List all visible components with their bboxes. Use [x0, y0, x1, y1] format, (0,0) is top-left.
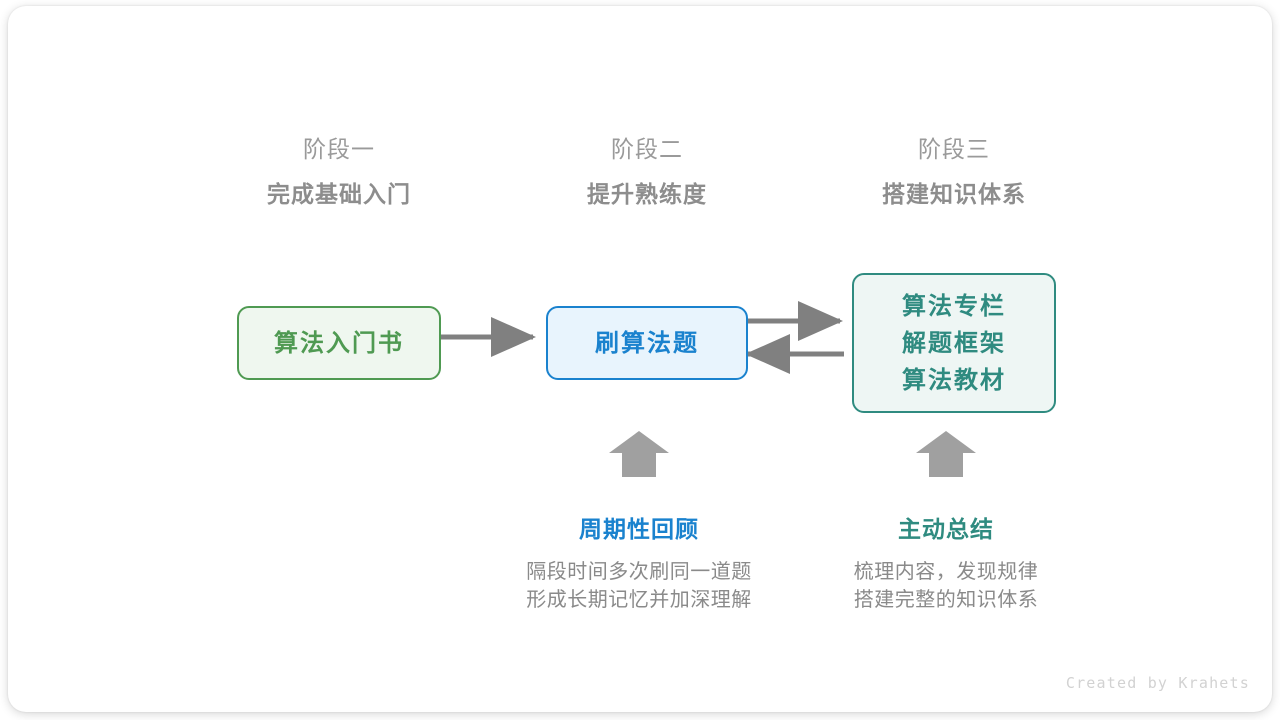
node-knowledge-system-label-1: 算法专栏: [902, 292, 1006, 320]
up-arrow-review-icon: [609, 431, 669, 477]
stage-header-2: 阶段二 提升熟练度: [517, 134, 777, 210]
node-practice-problems-label-1: 刷算法题: [595, 329, 699, 357]
node-knowledge-system-label-2: 解题框架: [902, 329, 1006, 357]
node-knowledge-system-label-3: 算法教材: [902, 366, 1006, 394]
stage-3-title: 搭建知识体系: [882, 181, 1026, 207]
diagram-canvas: 阶段一 完成基础入门 阶段二 提升熟练度 阶段三 搭建知识体系 算法入门书 刷算…: [8, 6, 1272, 712]
annotation-periodic-review-desc-line1: 隔段时间多次刷同一道题: [526, 561, 752, 583]
stage-1-subtitle: 阶段一: [303, 136, 375, 162]
annotation-periodic-review-desc-line2: 形成长期记忆并加深理解: [526, 589, 752, 611]
node-practice-problems[interactable]: 刷算法题: [546, 306, 748, 380]
stage-2-subtitle: 阶段二: [611, 136, 683, 162]
stage-3-subtitle: 阶段三: [918, 136, 990, 162]
annotation-periodic-review: 周期性回顾 隔段时间多次刷同一道题 形成长期记忆并加深理解: [479, 514, 799, 614]
node-intro-book-label-1: 算法入门书: [274, 329, 404, 357]
annotation-active-summary-title: 主动总结: [898, 516, 994, 542]
up-arrow-summary-icon: [916, 431, 976, 477]
annotation-active-summary-desc-line2: 搭建完整的知识体系: [853, 589, 1039, 611]
annotation-active-summary: 主动总结 梳理内容，发现规律 搭建完整的知识体系: [786, 514, 1106, 614]
credit-text: Created by Krahets: [1065, 674, 1250, 692]
annotation-active-summary-desc-line1: 梳理内容，发现规律: [853, 561, 1039, 583]
node-knowledge-system[interactable]: 算法专栏 解题框架 算法教材: [852, 273, 1056, 413]
stage-2-title: 提升熟练度: [587, 181, 707, 207]
stage-header-1: 阶段一 完成基础入门: [209, 134, 469, 210]
node-intro-book[interactable]: 算法入门书: [237, 306, 441, 380]
stage-header-3: 阶段三 搭建知识体系: [824, 134, 1084, 210]
annotation-periodic-review-title: 周期性回顾: [579, 516, 699, 542]
stage-1-title: 完成基础入门: [267, 181, 411, 207]
